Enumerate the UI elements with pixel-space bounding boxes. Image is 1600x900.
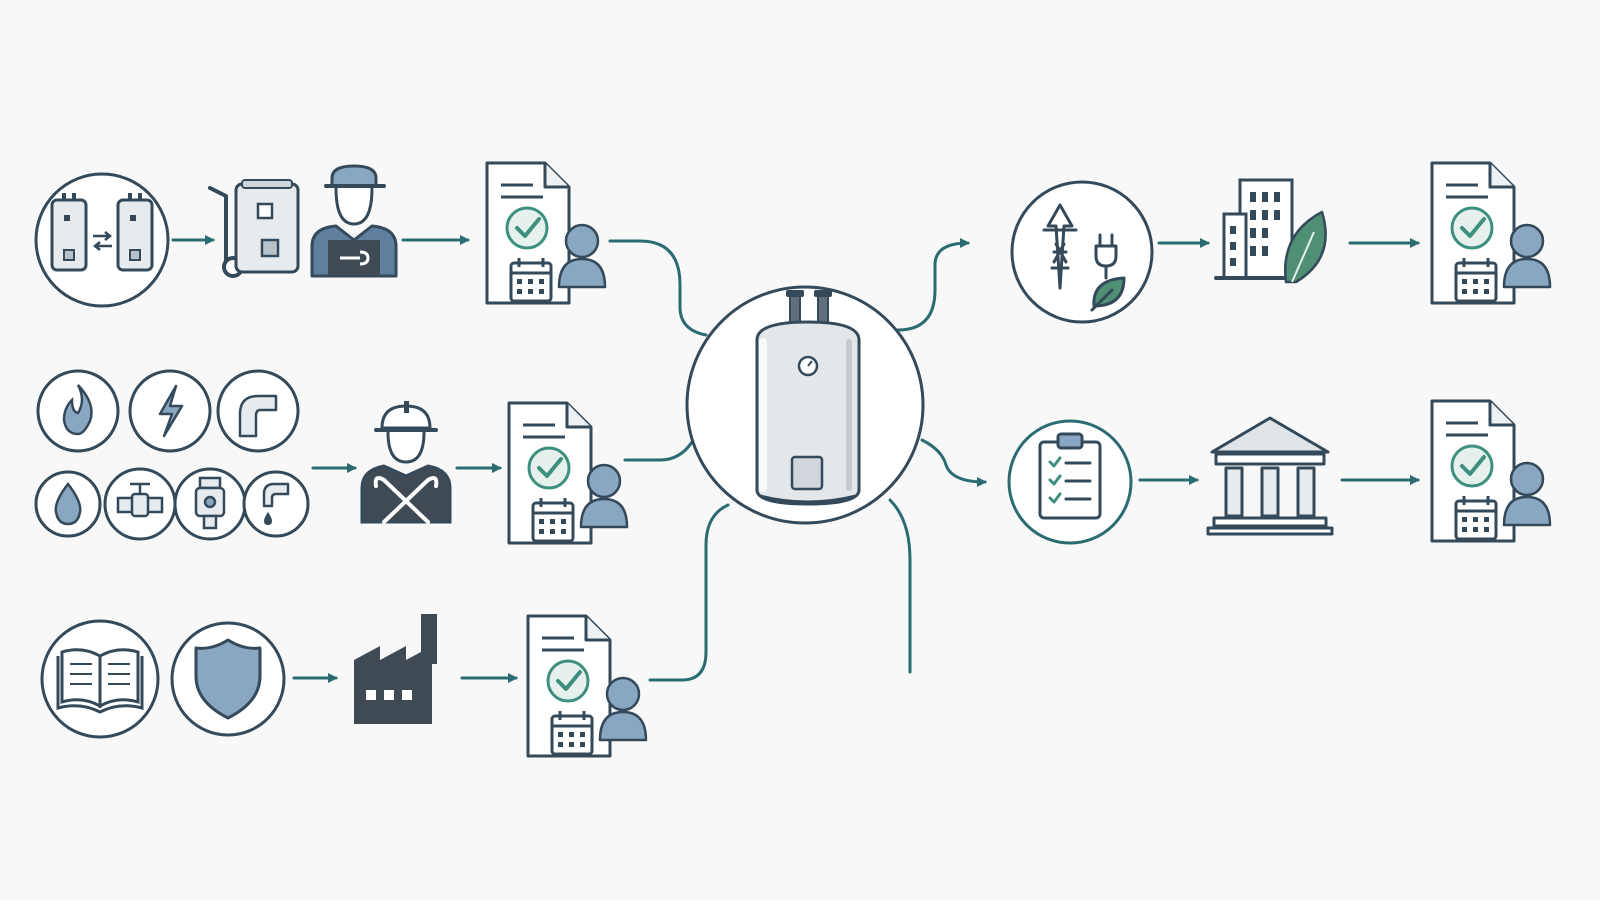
gas-flame-node	[36, 369, 120, 453]
technician-icon	[310, 164, 398, 278]
connector-lines	[171, 235, 1420, 683]
approval-document-icon	[485, 161, 607, 305]
green-building-icon	[1214, 178, 1327, 284]
electricity-bolt-icon	[158, 384, 184, 438]
manual-book-icon	[56, 648, 144, 714]
manufacturer-factory-icon	[354, 614, 437, 724]
warranty-shield-icon	[194, 638, 262, 720]
installer-icon	[360, 401, 452, 524]
approval-document-icon	[507, 401, 629, 545]
approval-document-icon	[1430, 161, 1552, 305]
connector	[896, 238, 970, 332]
pipe-elbow-node	[216, 369, 300, 453]
connector	[623, 440, 694, 462]
connector	[648, 503, 730, 682]
pressure-valve-icon	[194, 476, 226, 530]
manual-book-node	[40, 619, 160, 739]
connector	[920, 438, 987, 487]
government-building-icon	[1206, 416, 1334, 536]
checklist-node	[1007, 419, 1133, 545]
water-drop-node	[34, 470, 102, 538]
water-drop-icon	[54, 481, 82, 526]
heater-swap-node	[34, 172, 170, 308]
shutoff-valve-icon	[116, 482, 164, 518]
dripping-pipe-node	[242, 470, 310, 538]
shutoff-valve-node	[103, 467, 177, 541]
power-grid-eco-icon	[1042, 203, 1126, 312]
checklist-icon	[1038, 432, 1102, 520]
power-grid-node	[1010, 180, 1154, 324]
heater-swap-icon	[50, 193, 154, 272]
utility-icon-grid	[34, 369, 310, 541]
pipe-elbow-icon	[238, 394, 278, 438]
water-heater-icon	[755, 290, 861, 506]
gas-flame-icon	[62, 384, 93, 436]
warranty-shield-node	[170, 621, 286, 737]
approval-document-icon	[1430, 399, 1552, 543]
connector	[888, 498, 912, 674]
water-heater-node	[685, 285, 925, 525]
electricity-node	[128, 369, 212, 453]
dripping-pipe-icon	[262, 482, 290, 525]
connector	[608, 239, 708, 337]
pressure-valve-node	[173, 467, 247, 541]
hand-truck-heater-icon	[208, 179, 300, 278]
approval-document-icon	[526, 614, 648, 758]
